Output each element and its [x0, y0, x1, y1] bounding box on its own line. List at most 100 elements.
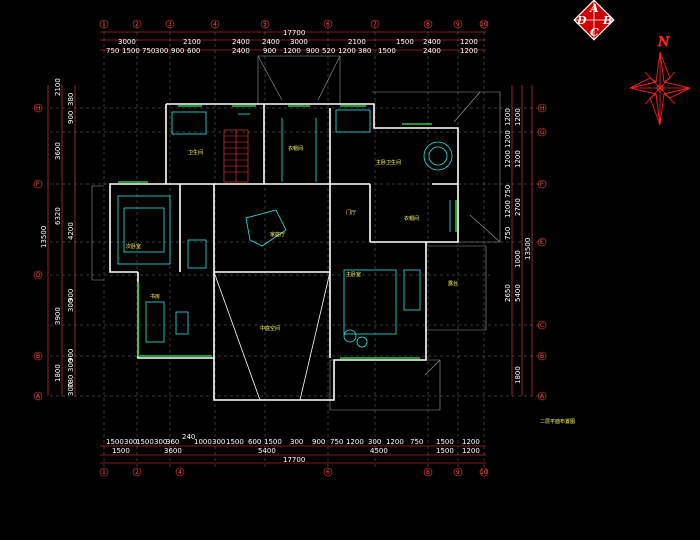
top-overall-dim: 17700 [283, 29, 305, 37]
bottom-dim-10: 600 [248, 438, 261, 446]
top-dim-b9: 1200 [283, 47, 301, 55]
left-dim-b4: 900 [67, 289, 75, 302]
bottom-dim-19: 1500 [436, 438, 454, 446]
axis-right-b: B [540, 353, 544, 360]
bottom-dim-b5: 1500 [436, 447, 454, 455]
room-label-study: 书房 [150, 293, 160, 300]
top-dim-7: 1500 [396, 38, 414, 46]
axis-right-h: H [540, 105, 545, 112]
void-area [213, 271, 331, 401]
bottom-dim-6: 240 [182, 433, 195, 441]
logo-letter-a: A [589, 2, 599, 15]
axis-right-f: F [540, 181, 544, 188]
bottom-dim-20: 1200 [462, 438, 480, 446]
axis-bottom-10: 10 [480, 469, 488, 476]
bottom-dim-2: 300 [124, 438, 137, 446]
bottom-dim-12: 300 [290, 438, 303, 446]
axis-markers-bottom [99, 467, 489, 477]
logo-letter-c: C [590, 26, 599, 39]
bottom-dim-17: 1200 [386, 438, 404, 446]
left-dim-b5: 300 [67, 299, 75, 312]
axis-right-e: E [540, 239, 544, 246]
logo-letter-d: D [576, 14, 587, 27]
axis-top-3: 3 [168, 21, 172, 28]
left-dim-1: 2100 [54, 78, 62, 96]
bottom-dim-7: 1000 [194, 438, 212, 446]
room-label-terrace: 露台 [448, 280, 458, 287]
axis-top-2: 2 [135, 21, 139, 28]
top-dim-b11: 520 [322, 47, 335, 55]
walls [109, 103, 459, 401]
axis-bottom-4: 4 [178, 469, 182, 476]
right-overall-dim: 13500 [524, 238, 532, 260]
room-label-closet1: 衣帽间 [288, 145, 303, 152]
left-dim-4: 3900 [54, 307, 62, 325]
top-dim-4: 2400 [262, 38, 280, 46]
top-dim-b14: 1500 [378, 47, 396, 55]
axis-top-10: 10 [480, 21, 488, 28]
top-dim-3: 2400 [232, 38, 250, 46]
top-dim-2: 2100 [183, 38, 201, 46]
right-dim-b1: 1200 [514, 108, 522, 126]
top-dim-b15: 2400 [423, 47, 441, 55]
axis-markers-top [99, 19, 489, 29]
north-label: N [657, 35, 670, 50]
bottom-dim-15: 1200 [346, 438, 364, 446]
left-dim-3: 6320 [54, 207, 62, 225]
axis-left-b: B [36, 353, 40, 360]
top-dim-8: 2400 [423, 38, 441, 46]
left-overall-dim: 13500 [40, 226, 48, 248]
right-dim-1: 1200 [504, 108, 512, 126]
axis-left-f: F [36, 181, 40, 188]
top-dim-b8: 900 [263, 47, 276, 55]
top-dim-b16: 1200 [460, 47, 478, 55]
bottom-dim-b6: 1200 [462, 447, 480, 455]
roof-outline [91, 55, 501, 411]
bottom-dim-9: 1500 [226, 438, 244, 446]
right-dim-b2: 1200 [514, 150, 522, 168]
top-dim-b12: 1200 [338, 47, 356, 55]
right-dim-5: 1200 [504, 200, 512, 218]
top-dim-b3: 750 [142, 47, 155, 55]
top-dim-b1: 750 [106, 47, 119, 55]
left-dim-b6: 900 [67, 349, 75, 362]
staircase [223, 129, 249, 183]
top-dim-b5: 900 [171, 47, 184, 55]
left-dim-b1: 900 [67, 111, 75, 124]
axis-top-6: 6 [326, 21, 330, 28]
top-dim-6: 2100 [348, 38, 366, 46]
right-dim-4: 750 [504, 185, 512, 198]
left-dim-b9: 300 [67, 383, 75, 396]
drawing-title: 二层平面布置图 [540, 418, 575, 425]
bottom-dim-11: 1500 [264, 438, 282, 446]
right-dim-7: 2650 [504, 284, 512, 302]
axis-markers-right [537, 103, 547, 401]
bottom-dim-8: 300 [212, 438, 225, 446]
bottom-dim-13: 900 [312, 438, 325, 446]
top-dim-b4: 300 [155, 47, 168, 55]
bottom-dim-18: 750 [410, 438, 423, 446]
room-label-corridor: 门厅 [346, 209, 356, 216]
top-dim-b7: 2400 [232, 47, 250, 55]
right-dim-9: 1800 [514, 366, 522, 384]
right-dim-8: 5400 [514, 284, 522, 302]
bottom-dim-5: 360 [166, 438, 179, 446]
top-dim-b2: 1500 [122, 47, 140, 55]
axis-right-c: C [540, 322, 544, 329]
bottom-dim-14: 750 [330, 438, 343, 446]
axis-left-d: D [36, 272, 41, 279]
axis-top-5: 5 [263, 21, 267, 28]
top-dim-5: 3000 [290, 38, 308, 46]
axis-left-h: H [36, 105, 41, 112]
right-dim-b4: 1000 [514, 250, 522, 268]
axis-right-a: A [540, 393, 545, 400]
room-label-master-bath: 主卧卫生间 [376, 159, 401, 166]
bottom-dim-b2: 3600 [164, 447, 182, 455]
left-dim-2: 3600 [54, 142, 62, 160]
right-dim-b3: 2700 [514, 198, 522, 216]
axis-top-9: 9 [456, 21, 460, 28]
room-label-bedroom: 次卧室 [126, 243, 141, 250]
right-dim-3: 1200 [504, 130, 512, 148]
bottom-dim-b4: 4500 [370, 447, 388, 455]
